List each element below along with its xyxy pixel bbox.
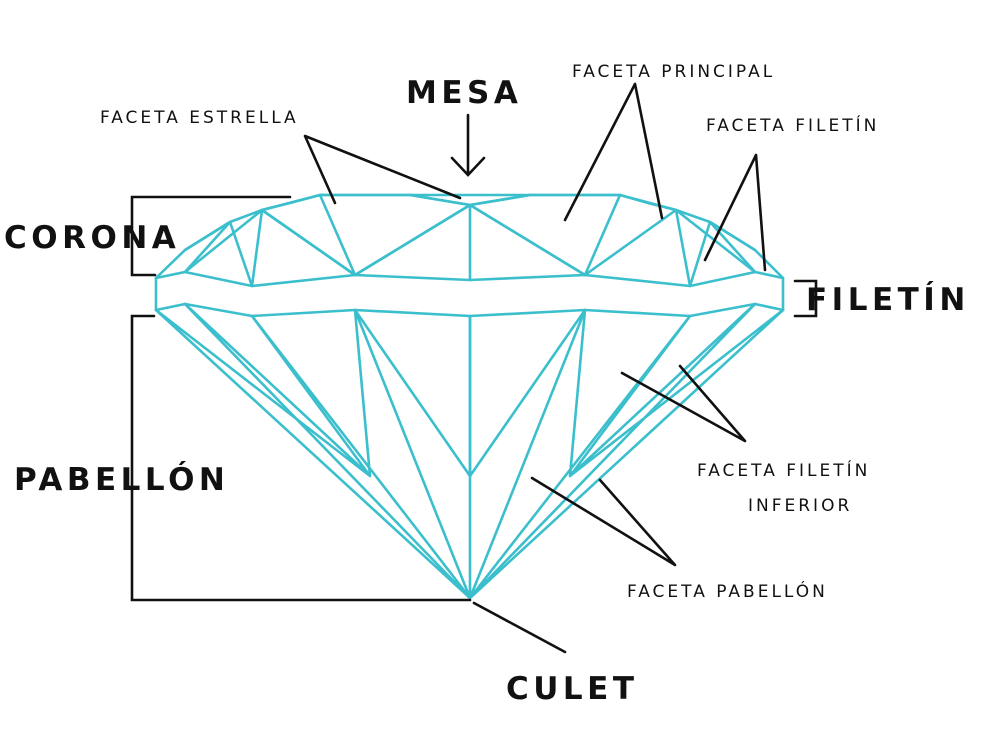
star-facet-center [318, 193, 472, 277]
lower-girdle-right [568, 302, 785, 478]
star-facet-center-right [468, 193, 622, 277]
principal-pointer [563, 82, 664, 222]
filetin-facet-pointer [703, 153, 767, 272]
star-facet-right [583, 193, 678, 277]
crown-main-left [183, 208, 357, 288]
culet-pointer [472, 601, 567, 654]
label-mesa: MESA [406, 75, 522, 111]
pavilion-left-edge [154, 308, 472, 600]
pavilion-right-edge [468, 308, 785, 600]
mesa-arrow [450, 113, 486, 177]
table-kinks [408, 193, 532, 207]
upper-girdle-left [183, 220, 254, 288]
diamond-outline [154, 193, 785, 600]
filetin-bracket [793, 279, 818, 318]
corona-bracket [130, 195, 292, 277]
label-corona: CORONA [4, 220, 180, 256]
star-facet-left [260, 193, 357, 277]
pointers [130, 82, 818, 654]
label-faceta-filetin-inferior-line1: FACETA FILETÍN [697, 459, 870, 481]
estrella-pointer [303, 134, 462, 205]
crown-main-mid [353, 203, 587, 282]
upper-girdle-right [688, 220, 757, 288]
girdle-bottom-zigzag [154, 302, 785, 318]
label-pabellon: PABELLÓN [14, 461, 229, 498]
pabellon-bracket [130, 314, 472, 602]
lower-girdle-left [154, 302, 372, 478]
filetin-inferior-pointer [620, 364, 747, 443]
label-culet: CULET [506, 671, 639, 707]
pabellon-facet-pointer [530, 476, 677, 567]
label-faceta-principal: FACETA PRINCIPAL [572, 62, 775, 82]
lower-girdle-mid [353, 308, 587, 478]
label-faceta-pabellon: FACETA PABELLÓN [627, 580, 828, 602]
label-faceta-filetin-inferior-line2: INFERIOR [748, 496, 852, 516]
crown-right-edge [618, 193, 785, 280]
label-filetin: FILETÍN [806, 282, 970, 318]
label-faceta-estrella: FACETA ESTRELLA [100, 108, 299, 128]
crown-left-edge [154, 193, 322, 280]
label-faceta-filetin: FACETA FILETÍN [706, 114, 879, 136]
